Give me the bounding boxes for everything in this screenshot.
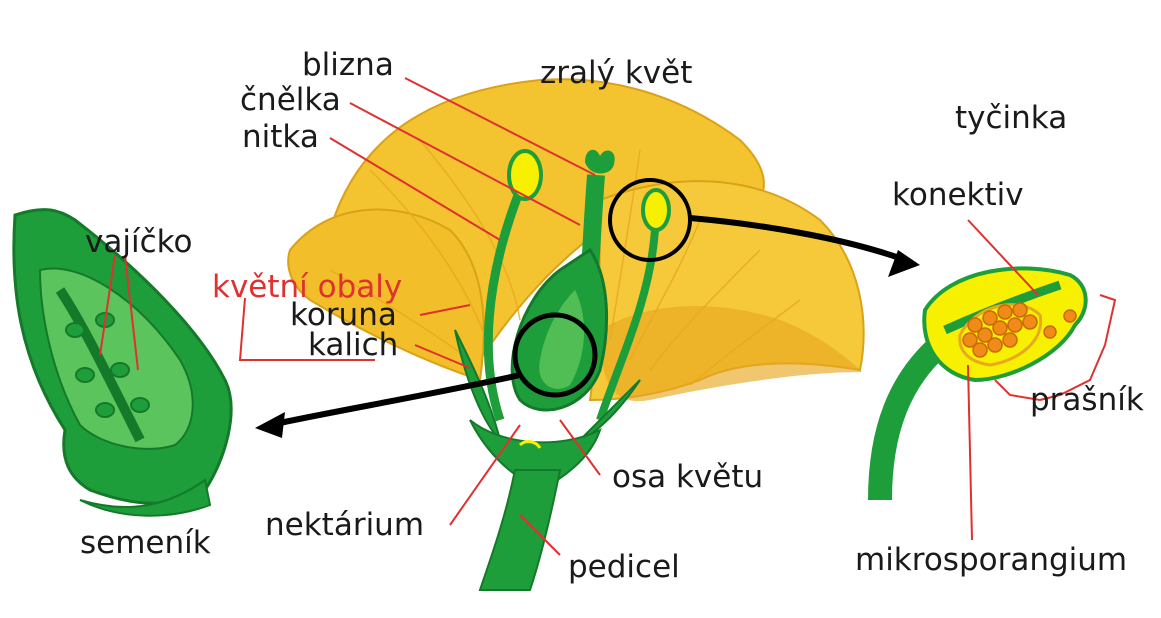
label-kalich: kalich [308, 327, 398, 363]
anther-right [643, 190, 669, 230]
label-nektarium: nektárium [265, 507, 424, 543]
label-tycinka: tyčinka [955, 100, 1067, 136]
label-osa-kvetu: osa květu [612, 459, 763, 495]
label-pedicel: pedicel [568, 549, 680, 585]
label-blizna: blizna [302, 47, 394, 83]
label-vajicko: vajíčko [85, 224, 192, 260]
stamen-detail-filament [880, 345, 940, 500]
label-prasnik: prašník [1030, 382, 1144, 418]
arrow-to-ovary-head [255, 412, 285, 438]
anther-left [509, 151, 541, 199]
label-konektiv: konektiv [892, 177, 1024, 213]
label-mikrosporangium: mikrosporangium [855, 542, 1127, 578]
label-semenik: semeník [80, 525, 211, 561]
label-cnelka: čnělka [240, 82, 341, 118]
pedicel-stem [480, 470, 560, 590]
label-zraly-kvet: zralý květ [540, 55, 692, 91]
label-nitka: nitka [242, 119, 319, 155]
